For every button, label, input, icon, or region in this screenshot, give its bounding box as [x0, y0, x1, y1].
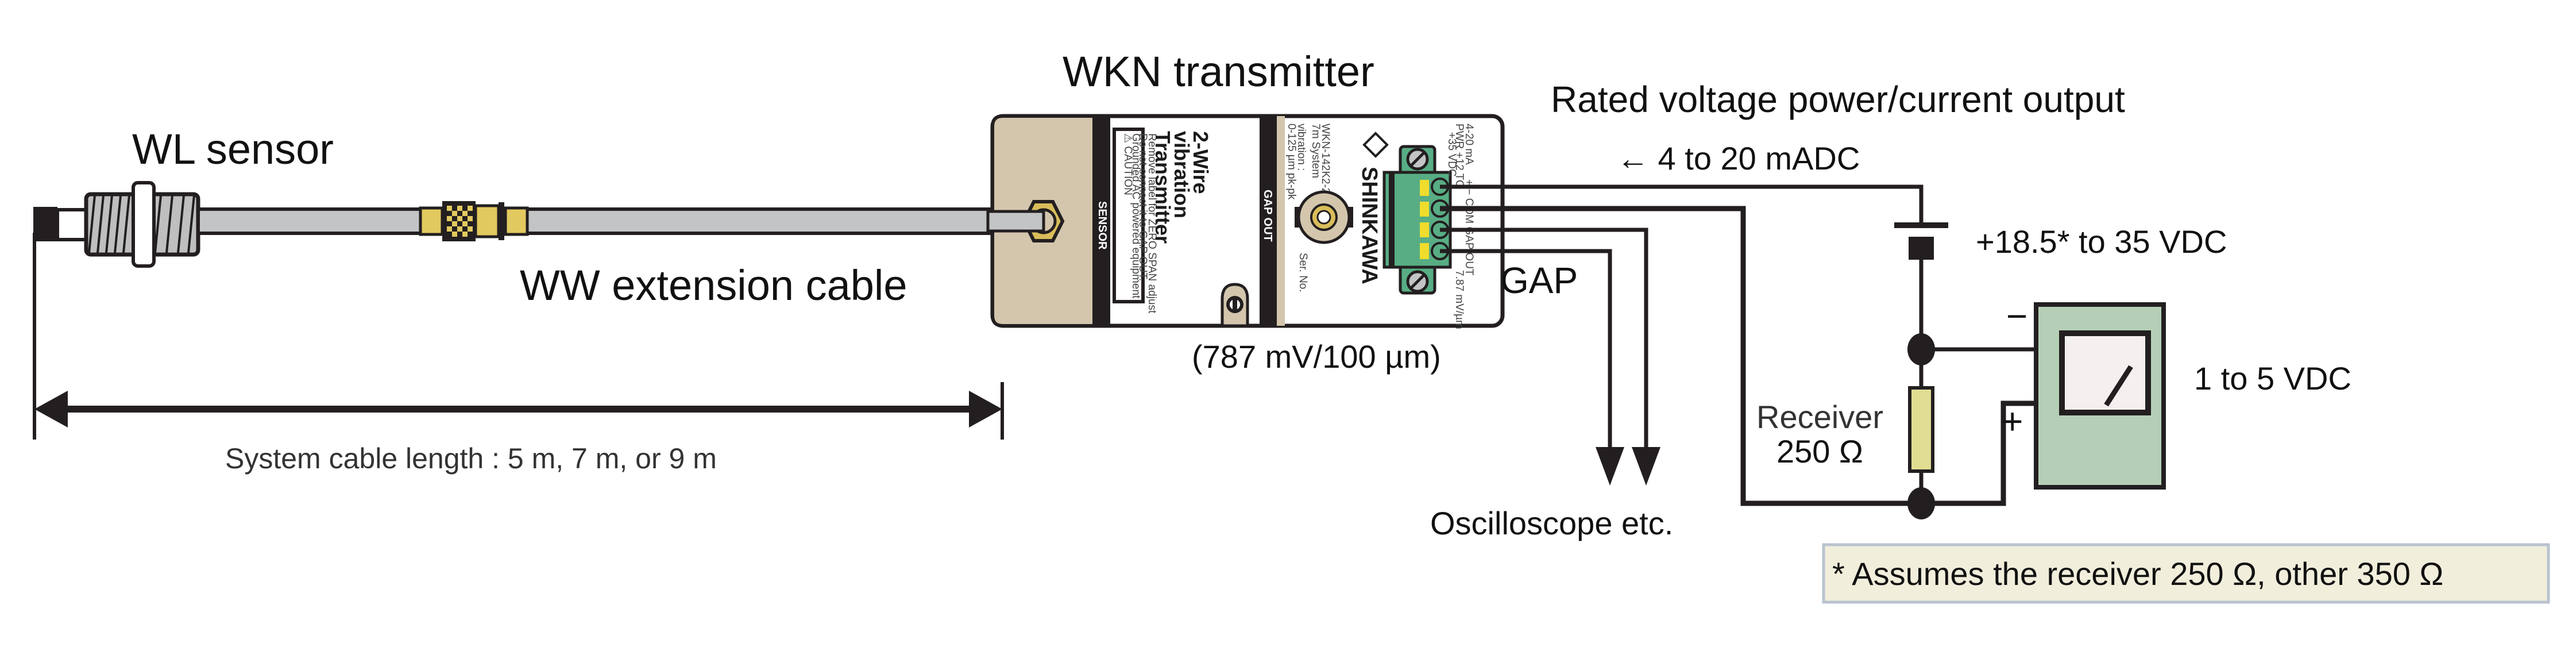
svg-text:7m System: 7m System — [1310, 124, 1322, 178]
receiver-resistor — [1908, 386, 1934, 473]
terminal-minus — [1420, 202, 1429, 217]
svg-text:0-125 µm pk-pk: 0-125 µm pk-pk — [1285, 124, 1297, 200]
meter-face — [2059, 330, 2151, 415]
wire-minus — [1440, 206, 1921, 506]
svg-text:Do not connect it to GAP OUT.: Do not connect it to GAP OUT. — [1137, 133, 1149, 281]
svg-text:GAP OUT: GAP OUT — [1261, 190, 1274, 242]
meter-plus-sign: + — [2002, 400, 2023, 442]
svg-text:Ser. No.: Ser. No. — [1297, 253, 1309, 292]
wire-plus — [1440, 184, 1924, 224]
meter-minus-sign: − — [2006, 295, 2027, 337]
terminal-plus — [1420, 180, 1429, 196]
footnote-text: * Assumes the receiver 250 Ω, other 350 … — [1832, 556, 2443, 592]
meter-plus-wire — [1921, 400, 2042, 506]
brand-name: SHINKAWA — [1357, 167, 1381, 284]
receiver-value: 250 Ω — [1776, 433, 1863, 469]
receiver-label: Receiver — [1756, 399, 1883, 435]
wire-gap-out — [1440, 249, 1612, 448]
svg-text:+35 VDC: +35 VDC — [1446, 132, 1458, 177]
oscilloscope-label: Oscilloscope etc. — [1430, 505, 1673, 541]
svg-text:⚠ CAUTION: ⚠ CAUTION — [1122, 133, 1134, 195]
wkn-transmitter: SENSOR ⚠ CAUTION Grounded AC powered equ… — [986, 114, 1505, 329]
wkn-transmitter-label: WKN transmitter — [1063, 48, 1374, 95]
bnc-gap-out-connector[interactable] — [1295, 190, 1353, 244]
ww-extension-cable — [196, 207, 1036, 235]
voltmeter — [2034, 302, 2166, 490]
gap-out-tab — [1260, 116, 1277, 326]
cable-connector — [419, 201, 529, 241]
transmitter-title-3: Transmitter — [1151, 131, 1175, 244]
wire-com — [1440, 228, 1648, 448]
oscilloscope-arrow-com — [1632, 447, 1660, 486]
gap-label: GAP — [1500, 260, 1578, 301]
sensor-collar — [56, 208, 88, 241]
oscilloscope-arrow-gap — [1596, 447, 1624, 486]
svg-text:4-20 mA: 4-20 mA — [1463, 124, 1475, 165]
svg-text:+ − COM GAP OUT: + − COM GAP OUT — [1463, 179, 1475, 276]
meter-needle — [2104, 365, 2133, 407]
rated-voltage-label: Rated voltage power/current output — [1551, 79, 2125, 120]
dimension-arrow-left — [34, 391, 68, 427]
shinkawa-logo-icon — [1362, 132, 1389, 158]
transmitter-title-1: 2-Wire — [1189, 131, 1212, 194]
sensor-tab — [1094, 116, 1110, 326]
terminal-screw-bottom[interactable] — [1406, 270, 1429, 293]
meter-range-label: 1 to 5 VDC — [2194, 360, 2351, 396]
power-supply-short-plate — [1909, 237, 1934, 260]
wl-sensor-label: WL sensor — [132, 125, 334, 173]
svg-text:PWR +12 TO: PWR +12 TO — [1453, 124, 1465, 188]
caution-box — [1113, 128, 1145, 303]
svg-text:Remove label for ZERO SPAN adj: Remove label for ZERO SPAN adjust — [1146, 133, 1158, 314]
wl-sensor — [33, 181, 200, 268]
sensor-tip — [33, 207, 57, 241]
current-output-label: ← 4 to 20 mADC — [1617, 140, 1860, 176]
terminal-screw-top[interactable] — [1406, 148, 1429, 171]
terminal-com — [1420, 222, 1429, 237]
svg-text:vibration :: vibration : — [1295, 124, 1307, 171]
sensor-lock-nut — [132, 181, 156, 268]
footnote-box — [1822, 543, 2550, 604]
svg-text:Grounded AC powered equipment: Grounded AC powered equipment — [1130, 133, 1142, 299]
dimension-arrow-right — [969, 391, 1002, 427]
svg-text:SENSOR: SENSOR — [1096, 201, 1109, 250]
svg-text:7.87 mV/µm: 7.87 mV/µm — [1453, 270, 1465, 329]
cable-length-label: System cable length : 5 m, 7 m, or 9 m — [225, 442, 717, 475]
terminal-gap-out — [1420, 243, 1429, 259]
supply-voltage-label: +18.5* to 35 VDC — [1976, 224, 2227, 260]
ww-extension-cable-label: WW extension cable — [520, 261, 907, 309]
gap-sensitivity-label: (787 mV/100 µm) — [1192, 338, 1441, 375]
transmitter-title-2: vibration — [1170, 131, 1194, 218]
svg-text:WKN-142K2-2: WKN-142K2-2 — [1319, 124, 1331, 194]
